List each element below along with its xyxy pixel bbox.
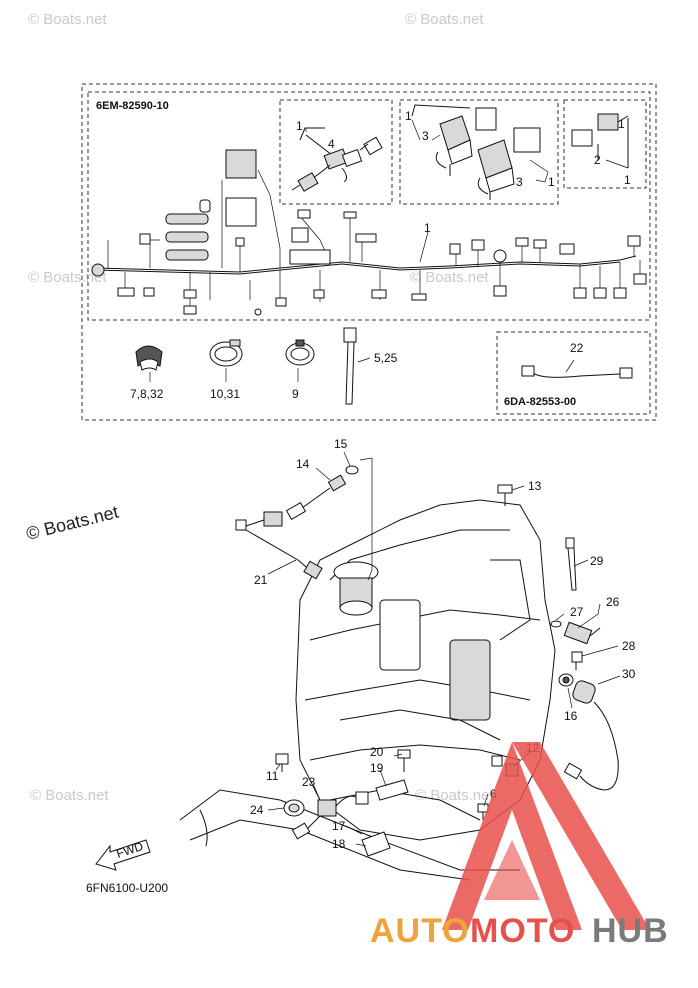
cable-tie-5-25 <box>343 327 357 405</box>
bolt-11 <box>275 753 289 772</box>
callout-26: 26 <box>606 595 620 609</box>
lead-30 <box>563 680 619 791</box>
logo-text-hub: HUB <box>592 912 669 950</box>
callout-13: 13 <box>528 479 542 493</box>
callout-3-a: 3 <box>422 129 429 143</box>
callout-4: 4 <box>328 137 335 151</box>
o-ring-15 <box>345 465 359 475</box>
sub-harness-box <box>496 331 651 415</box>
cap-16 <box>558 673 574 687</box>
sensor-14 <box>285 474 347 521</box>
bolt-28 <box>571 651 583 670</box>
gasket-18 <box>361 831 391 857</box>
callout-18: 18 <box>332 837 346 851</box>
harness-part-code: 6EM-82590-10 <box>96 100 169 112</box>
callout-16: 16 <box>564 709 578 723</box>
watermark-top-left: © Boats.net <box>28 11 107 28</box>
sensor-26 <box>550 620 601 645</box>
callout-1-box3-b: 1 <box>624 173 631 187</box>
clamp-9 <box>285 339 315 366</box>
clamp-10-31 <box>209 339 243 367</box>
watermark-main: © Boats.net <box>24 502 120 544</box>
connector-box-2 <box>399 99 559 205</box>
callout-15: 15 <box>334 437 348 451</box>
callout-24: 24 <box>250 803 264 817</box>
sub-harness-22 <box>521 365 633 379</box>
callout-2: 2 <box>594 153 601 167</box>
watermark-bottom-center: © Boats.net <box>415 787 494 804</box>
callout-1-box2: 1 <box>405 109 412 123</box>
callout-1-harness: 1 <box>424 221 431 235</box>
callout-21: 21 <box>254 573 268 587</box>
sensor-21 <box>235 511 323 580</box>
callout-14: 14 <box>296 457 310 471</box>
callout-3-b: 3 <box>516 175 523 189</box>
diagram-code: 6FN6100-U200 <box>86 881 168 895</box>
callout-1-box1: 1 <box>296 119 303 133</box>
callout-17: 17 <box>332 819 346 833</box>
connector-box-1 <box>279 99 393 205</box>
grommet-24 <box>283 799 305 817</box>
logo-text-moto: MOTO <box>470 912 575 950</box>
logo-triangle-right <box>512 742 650 930</box>
watermark-top-center: © Boats.net <box>405 11 484 28</box>
callout-22: 22 <box>570 341 584 355</box>
bolt-20 <box>397 749 411 772</box>
connector-3b <box>477 127 541 200</box>
harness-inner-frame <box>87 91 651 321</box>
callout-11: 11 <box>266 769 279 783</box>
watermark-mid-center: © Boats.net <box>410 269 489 286</box>
connector-3a <box>411 104 497 176</box>
harness-connectors <box>91 149 647 316</box>
logo-text-auto: AUTO <box>370 912 470 950</box>
connector-4 <box>291 127 383 192</box>
callout-lines <box>149 119 629 847</box>
callout-7-8-32: 7,8,32 <box>130 387 164 401</box>
forward-arrow: FWD <box>95 839 151 871</box>
watermark-bottom-left: © Boats.net <box>30 787 109 804</box>
bolt-13 <box>497 484 513 506</box>
bracket-19 <box>375 779 409 801</box>
engine-block <box>179 499 556 881</box>
callout-29: 29 <box>590 554 604 568</box>
logo-triangle-inner <box>484 840 540 900</box>
callout-23: 23 <box>302 775 316 789</box>
clamp-7-8-32 <box>135 345 163 371</box>
callout-5-25: 5,25 <box>374 351 398 365</box>
sub-harness-code: 6DA-82553-00 <box>504 396 576 408</box>
callout-9: 9 <box>292 387 299 401</box>
callout-1-box2-b: 1 <box>548 175 555 189</box>
callout-19: 19 <box>370 761 384 775</box>
watermark-mid-left: © Boats.net <box>28 269 107 286</box>
connector-box-3 <box>563 99 647 189</box>
logo-triangle-left <box>442 742 582 930</box>
callout-27: 27 <box>570 605 584 619</box>
callout-20: 20 <box>370 745 384 759</box>
callout-10-31: 10,31 <box>210 387 240 401</box>
harness-outer-frame <box>81 83 657 421</box>
callout-30: 30 <box>622 667 636 681</box>
callout-1-box3: 1 <box>618 117 625 131</box>
connector-2 <box>571 113 629 168</box>
harness-box: 6EM-82590-10 6DA-82553-00 <box>81 83 657 421</box>
cable-tie-29 <box>565 537 577 591</box>
automotohub-logo: AUTO MOTO HUB <box>370 742 669 950</box>
callout-28: 28 <box>622 639 636 653</box>
harness-23 <box>291 791 369 840</box>
